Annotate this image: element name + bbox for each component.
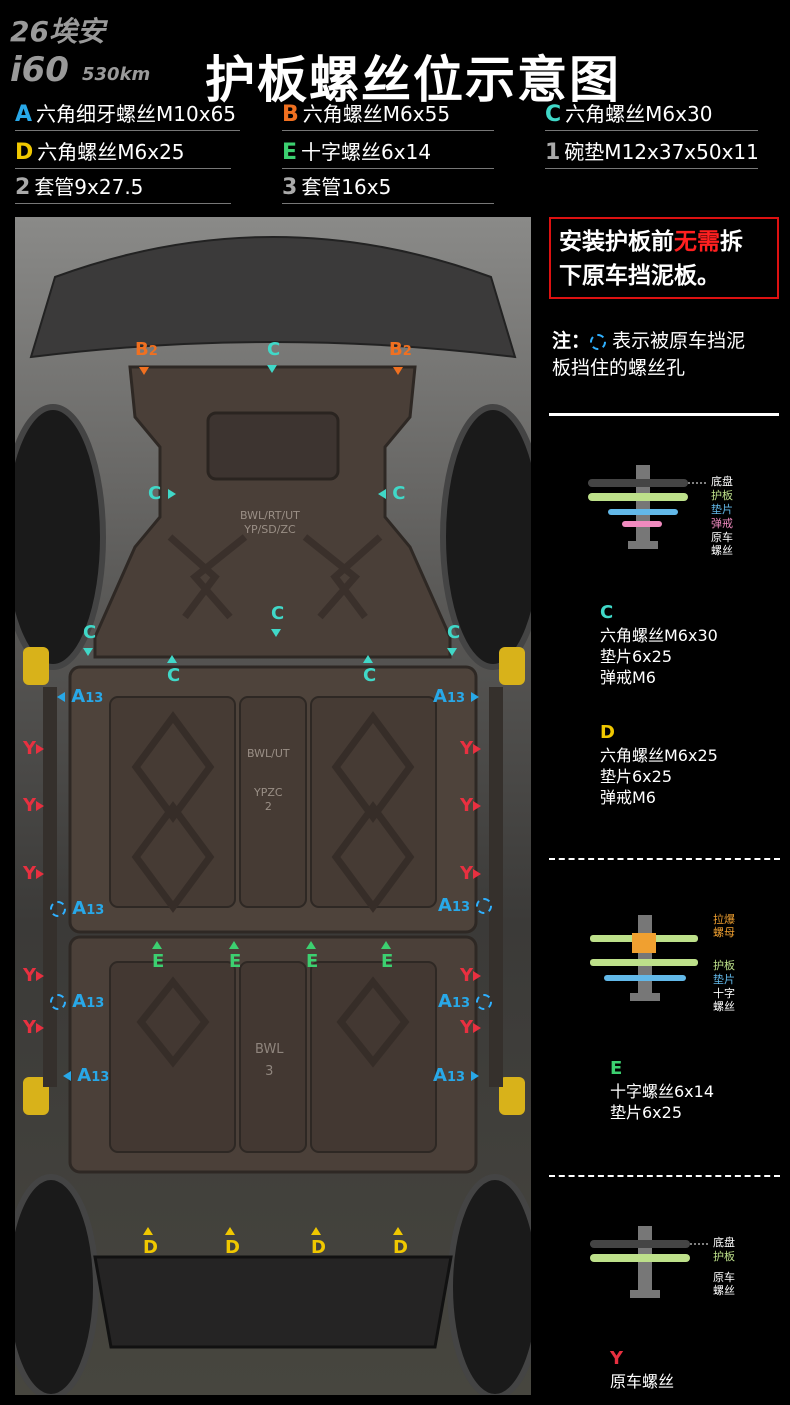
hidden-hole-icon (50, 901, 66, 917)
callout-b-left: B2 (135, 341, 158, 379)
layer-diagram-y (590, 1226, 710, 1306)
layer-label-plate-3: 护板 (713, 1250, 735, 1263)
callout-y-r4: Y (460, 967, 482, 985)
layer-diagram-c-d (588, 465, 708, 555)
page-title: 护板螺丝位示意图 (205, 51, 621, 109)
layer-label-orig: 原车 (711, 531, 733, 544)
layer-diagram-3-drawing (590, 1226, 708, 1298)
callout-e-2: E (229, 935, 241, 971)
callout-a-3: A13 (50, 900, 104, 920)
layer-diagram-e (590, 915, 710, 1005)
layer-label-cross-1: 十字 (713, 987, 735, 1000)
layer-label-cross-2: 螺丝 (713, 1000, 735, 1013)
layer-label-chassis: 底盘 (711, 475, 733, 488)
callout-e-4: E (381, 935, 393, 971)
layer-label-plate: 护板 (711, 489, 733, 502)
divider (549, 413, 779, 416)
layer-label-chassis-3: 底盘 (713, 1236, 735, 1249)
layer-diagram-2-drawing (590, 915, 698, 1001)
callout-y-l3: Y (23, 865, 45, 883)
layer-label-washer-2: 垫片 (713, 973, 735, 986)
divider-dashed (549, 858, 780, 860)
callout-c-lower-left: C (167, 649, 180, 685)
divider-dashed-2 (549, 1175, 780, 1177)
callout-a-6: A13 (438, 993, 493, 1013)
callout-y-l4: Y (23, 967, 45, 985)
callout-d-3: D (311, 1221, 326, 1257)
callout-e-1: E (152, 935, 164, 971)
brand-model: i60 (10, 50, 69, 90)
layer-diagram-1-drawing (588, 465, 706, 549)
brand-range: 530km (82, 64, 151, 85)
callout-y-r3: Y (460, 865, 482, 883)
callout-y-r5: Y (460, 1019, 482, 1037)
hidden-hole-icon (476, 898, 493, 914)
callout-c-edge-right: C (447, 624, 460, 660)
callout-c-left: C (148, 485, 176, 503)
layer-label-spring: 弹戒 (711, 517, 733, 530)
hidden-hole-icon (590, 333, 607, 350)
brand-name: 26埃安 (10, 15, 105, 48)
layer-label-nut-1: 拉爆 (713, 913, 735, 926)
callout-a-7: A13 (63, 1067, 109, 1087)
callout-a-1: A13 (57, 688, 103, 708)
layer-label-orig-3: 原车 (713, 1271, 735, 1284)
install-note-box: 安装护板前无需拆下原车挡泥板。 (549, 217, 779, 299)
callout-a-8: A13 (433, 1067, 480, 1087)
callout-b-right: B2 (389, 341, 412, 379)
callout-e-3: E (306, 935, 318, 971)
callout-c-top: C (267, 341, 280, 377)
callout-c-center: C (271, 605, 284, 641)
callout-c-right: C (378, 485, 406, 503)
layer-label-plate-2: 护板 (713, 959, 735, 972)
callout-d-1: D (143, 1221, 158, 1257)
callout-a-4: A13 (438, 897, 493, 917)
hidden-hole-icon (50, 994, 66, 1010)
callout-y-r1: Y (460, 740, 482, 758)
callout-y-r2: Y (460, 797, 482, 815)
layer-label-nut-2: 螺母 (713, 926, 735, 939)
callout-a-2: A13 (433, 688, 480, 708)
hidden-hole-note: 注： 表示被原车挡泥板挡住的螺丝孔 (552, 330, 746, 379)
underbody-drawing (15, 236, 531, 1395)
callout-y-l1: Y (23, 740, 45, 758)
layer-label-screw-3: 螺丝 (713, 1284, 735, 1297)
callout-c-edge-left: C (83, 624, 96, 660)
callout-y-l2: Y (23, 797, 45, 815)
layer-label-washer: 垫片 (711, 503, 733, 516)
callout-a-5: A13 (50, 993, 104, 1013)
callout-d-4: D (393, 1221, 408, 1257)
callout-y-l5: Y (23, 1019, 45, 1037)
callout-c-lower-right: C (363, 649, 376, 685)
layer-label-screw: 螺丝 (711, 544, 733, 557)
hidden-hole-icon (476, 994, 493, 1010)
callout-d-2: D (225, 1221, 240, 1257)
